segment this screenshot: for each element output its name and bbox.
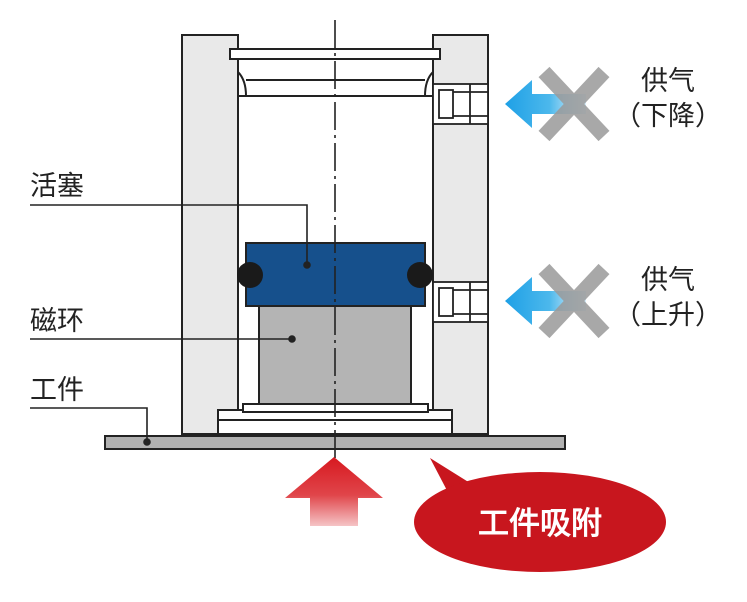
leader-lines [30,204,311,446]
blocked-cross-icon [538,66,610,142]
seal-right [407,262,433,288]
air-supply-bottom [505,263,610,339]
label-workpiece: 工件 [30,375,84,406]
port-bottom [432,281,489,323]
attraction-arrow-icon [285,457,383,526]
port-bottom-label-line1: 供气 [641,265,695,296]
seal-left [237,262,263,288]
badge-text: 工件吸附 [478,506,602,542]
air-supply-arrow-icon [505,277,586,325]
port-top-label-line1: 供气 [641,66,695,97]
label-piston: 活塞 [30,171,84,202]
blocked-cross-icon [538,263,610,339]
left-wall [181,34,239,435]
air-supply-arrow-icon [505,80,586,128]
air-supply-top [505,66,610,142]
workpiece-attraction-badge: 工件吸附 [414,458,666,572]
port-top-label-line2: （下降） [614,101,722,132]
port-bottom-label-line2: （上升） [614,300,722,331]
label-magnetic-ring: 磁环 [30,306,84,337]
port-top [432,83,489,125]
